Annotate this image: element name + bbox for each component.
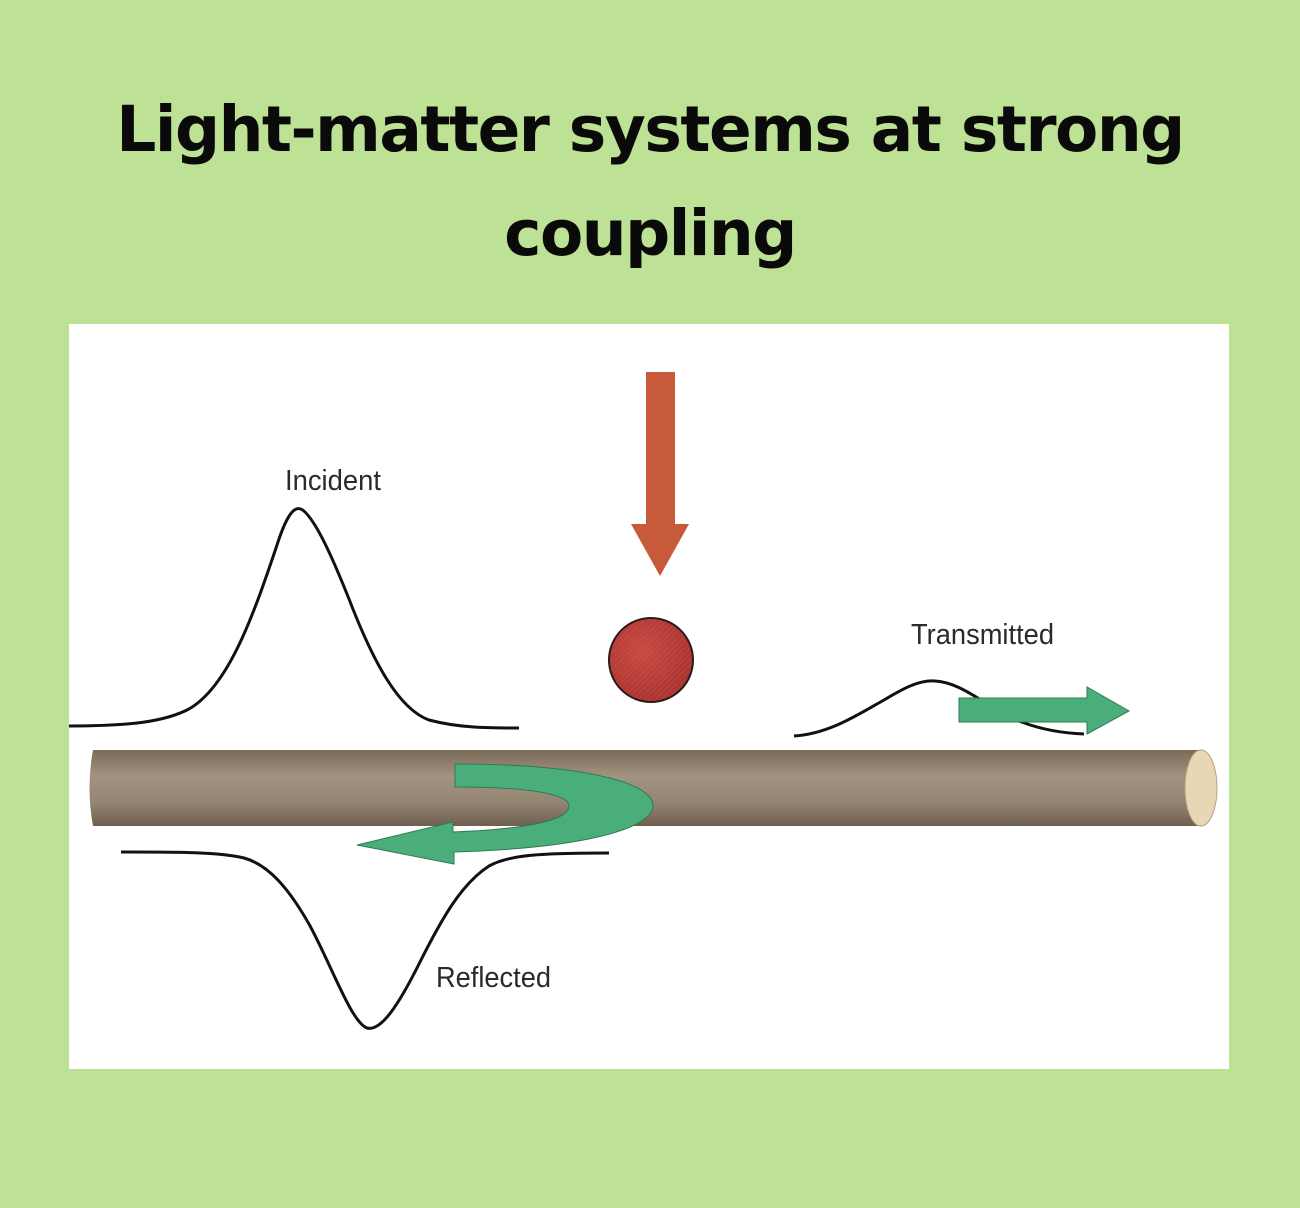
down-arrow-icon: [631, 372, 689, 576]
right-arrow-icon: [958, 686, 1131, 735]
incident-label: Incident: [285, 465, 381, 497]
page-title: Light-matter systems at strong coupling: [116, 93, 1185, 270]
atom-circle-icon: [608, 617, 694, 703]
reflected-label: Reflected: [436, 962, 551, 994]
u-turn-arrow-icon: [356, 763, 654, 865]
diagram-panel: Incident Transmitted Reflected: [69, 324, 1229, 1069]
incident-pulse-curve: [69, 507, 520, 730]
diagram-svg: Incident Transmitted Reflected: [69, 372, 1218, 1030]
transmitted-label: Transmitted: [911, 619, 1054, 651]
waveguide-rod: [89, 749, 1218, 827]
reflected-pulse-curve: [120, 850, 610, 1030]
